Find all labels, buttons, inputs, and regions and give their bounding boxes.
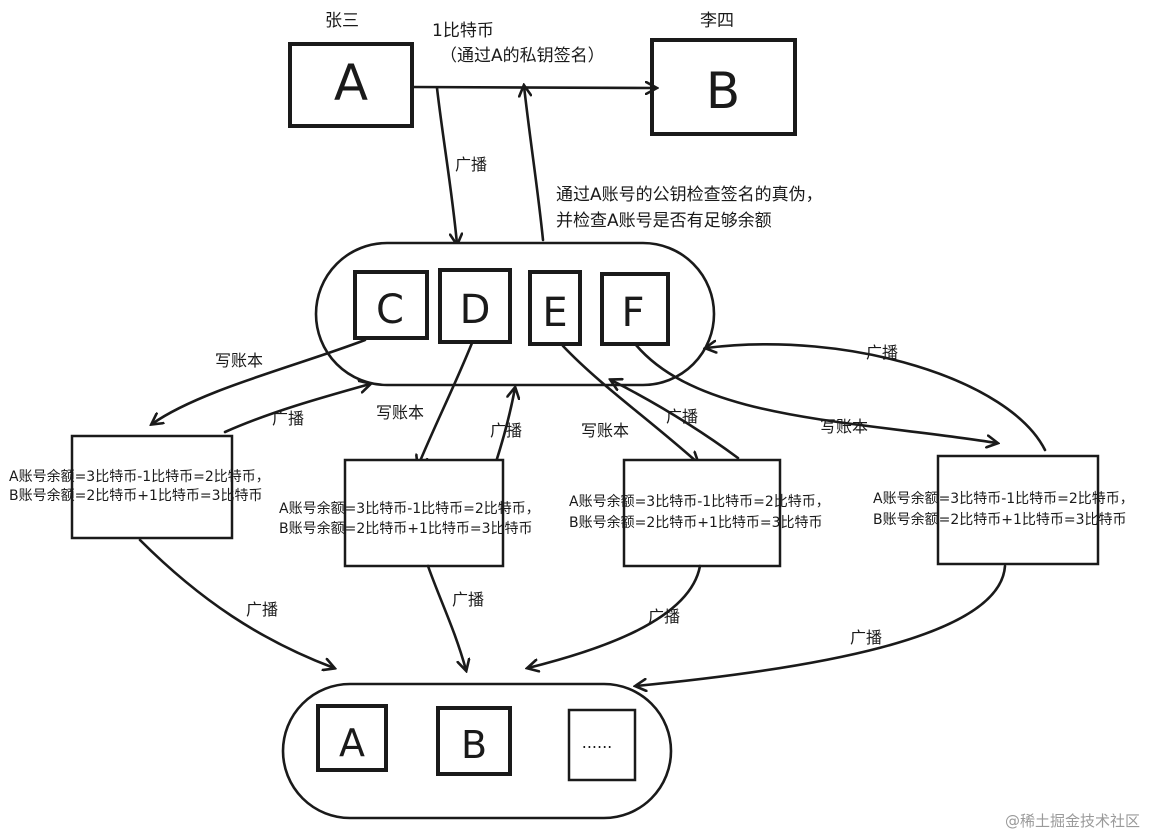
broadcast-down-arrow-4 <box>636 564 1007 686</box>
broadcast-down-arrow-3 <box>528 564 702 668</box>
verify-text-line1: 通过A账号的公钥检查签名的真伪， <box>556 185 823 205</box>
transfer-amount-label: 1比特币 <box>432 21 494 41</box>
node-box-f <box>600 272 670 346</box>
watermark: @稀土掘金技术社区 <box>1005 812 1140 830</box>
write-label-d: 写账本 <box>376 403 424 422</box>
sender-letter: A <box>334 54 368 112</box>
ledger-2-line2: B账号余额=2比特币+1比特币=3比特币 <box>279 520 533 537</box>
transfer-signature-label: （通过A的私钥签名） <box>440 46 605 66</box>
write-label-e: 写账本 <box>581 421 629 440</box>
write-arrow-f <box>634 343 997 443</box>
broadcast-back-label-4: 广播 <box>866 343 898 362</box>
account-box-b <box>436 706 512 776</box>
node-label-d: D <box>460 287 491 333</box>
verify-arrow <box>524 86 545 242</box>
node-label-e: E <box>542 290 567 336</box>
account-label-more: ...... <box>582 733 613 752</box>
broadcast-down-label-3: 广播 <box>648 607 680 626</box>
receiver-name: 李四 <box>700 11 734 31</box>
broadcast-back-arrow-4 <box>706 344 1047 452</box>
ledger-1-line2: B账号余额=2比特币+1比特币=3比特币 <box>9 487 263 504</box>
broadcast-back-arrow-3 <box>611 380 740 460</box>
broadcast-back-arrow-2 <box>494 388 515 464</box>
node-label-f: F <box>621 290 644 336</box>
account-label-b: B <box>461 723 487 767</box>
node-box-d <box>438 268 512 344</box>
broadcast-down-label-2: 广播 <box>452 590 484 609</box>
broadcast-back-label-3: 广播 <box>666 407 698 426</box>
write-label-f: 写账本 <box>820 417 868 436</box>
write-arrow-c <box>152 338 367 424</box>
broadcast-back-label-1: 广播 <box>272 409 304 428</box>
broadcast-back-arrow-1 <box>223 384 370 434</box>
ledger-4-line2: B账号余额=2比特币+1比特币=3比特币 <box>873 511 1127 528</box>
receiver-box <box>650 38 797 136</box>
broadcast-down-arrow <box>435 86 457 244</box>
ledger-2-line1: A账号余额=3比特币-1比特币=2比特币， <box>279 500 540 517</box>
ledger-3-line1: A账号余额=3比特币-1比特币=2比特币， <box>569 493 830 510</box>
account-box-a <box>316 704 388 772</box>
broadcast-down-label-1: 广播 <box>246 600 278 619</box>
write-label-c: 写账本 <box>215 351 263 370</box>
write-arrow-d <box>418 341 474 466</box>
ledger-3-line2: B账号余额=2比特币+1比特币=3比特币 <box>569 514 823 531</box>
ledger-box-1 <box>70 434 234 540</box>
node-label-c: C <box>376 287 404 333</box>
broadcast-down-label-4: 广播 <box>850 628 882 647</box>
ledger-box-3 <box>622 458 782 568</box>
sender-box <box>288 42 414 128</box>
ledger-4-line1: A账号余额=3比特币-1比特币=2比特币， <box>873 490 1134 507</box>
node-box-e <box>528 270 582 346</box>
ledger-box-2 <box>343 458 505 568</box>
write-arrow-e <box>561 344 698 463</box>
account-box-more <box>567 708 637 782</box>
ledger-1-line1: A账号余额=3比特币-1比特币=2比特币， <box>9 468 270 485</box>
node-box-c <box>353 270 429 340</box>
ledger-box-4 <box>936 454 1100 566</box>
broadcast-label-top: 广播 <box>455 155 487 174</box>
account-label-a: A <box>339 721 365 765</box>
transfer-arrow <box>410 87 656 88</box>
broadcast-down-arrow-1 <box>138 538 334 668</box>
broadcast-down-arrow-2 <box>426 564 466 670</box>
verify-text-line2: 并检查A账号是否有足够余额 <box>556 211 772 231</box>
receiver-letter: B <box>706 62 740 120</box>
sender-name: 张三 <box>325 11 359 31</box>
broadcast-back-label-2: 广播 <box>490 421 522 440</box>
